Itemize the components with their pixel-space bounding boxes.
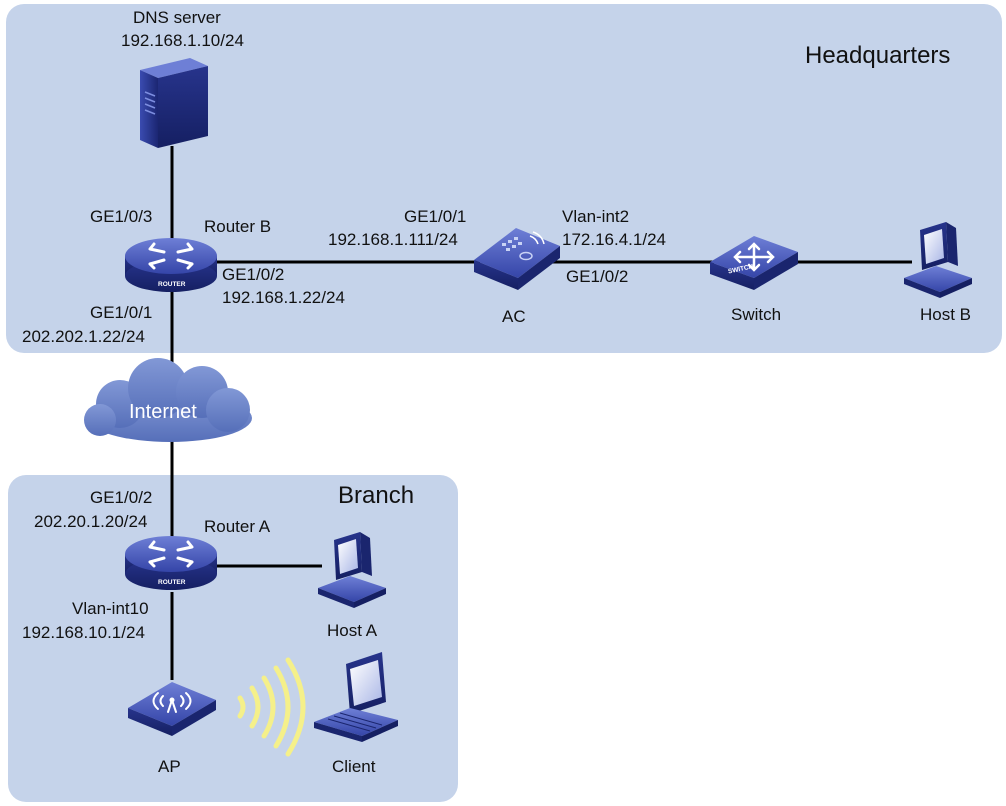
ac-label: AC bbox=[502, 307, 526, 326]
router-a-label: Router A bbox=[204, 517, 271, 536]
internet-cloud-icon bbox=[84, 358, 252, 442]
ac-icon bbox=[474, 228, 560, 290]
ap-label: AP bbox=[158, 757, 181, 776]
ac-ge102-label: GE1/0/2 bbox=[566, 267, 628, 286]
router-b-label: Router B bbox=[204, 217, 271, 236]
rb-ge101-ip: 202.202.1.22/24 bbox=[22, 327, 145, 346]
ra-vlan10-ip: 192.168.10.1/24 bbox=[22, 623, 145, 642]
headquarters-title: Headquarters bbox=[805, 42, 950, 69]
internet-label: Internet bbox=[129, 401, 197, 423]
rb-ge103-label: GE1/0/3 bbox=[90, 207, 152, 226]
router-b-badge: ROUTER bbox=[158, 281, 186, 288]
ra-ge102-ip: 202.20.1.20/24 bbox=[34, 512, 147, 531]
dns-server-label: DNS server bbox=[133, 8, 221, 27]
host-a-label: Host A bbox=[327, 621, 378, 640]
ap-icon bbox=[128, 682, 216, 736]
rb-ge102-label: GE1/0/2 bbox=[222, 265, 284, 284]
dns-server-ip: 192.168.1.10/24 bbox=[121, 31, 244, 50]
router-a-icon: ROUTER bbox=[125, 536, 217, 590]
ac-vlan2-ip: 172.16.4.1/24 bbox=[562, 230, 666, 249]
ac-ge101-ip: 192.168.1.111/24 bbox=[328, 230, 458, 249]
switch-icon: SWITCH bbox=[710, 236, 798, 290]
switch-label: Switch bbox=[731, 305, 781, 324]
ra-vlan10-label: Vlan-int10 bbox=[72, 599, 149, 618]
client-laptop-icon bbox=[314, 652, 398, 742]
rb-ge102-ip: 192.168.1.22/24 bbox=[222, 288, 345, 307]
branch-title: Branch bbox=[338, 482, 414, 509]
client-label: Client bbox=[332, 757, 376, 776]
router-b-icon: ROUTER bbox=[125, 238, 217, 292]
router-a-badge: ROUTER bbox=[158, 579, 186, 586]
host-a-icon bbox=[318, 532, 386, 608]
rb-ge101-label: GE1/0/1 bbox=[90, 303, 152, 322]
ac-ge101-label: GE1/0/1 bbox=[404, 207, 466, 226]
ac-vlan2-label: Vlan-int2 bbox=[562, 207, 629, 226]
ra-ge102-label: GE1/0/2 bbox=[90, 488, 152, 507]
host-b-icon bbox=[904, 222, 972, 298]
dns-server-icon bbox=[140, 58, 208, 148]
host-b-label: Host B bbox=[920, 305, 971, 324]
wireless-signal-icon bbox=[237, 657, 306, 757]
